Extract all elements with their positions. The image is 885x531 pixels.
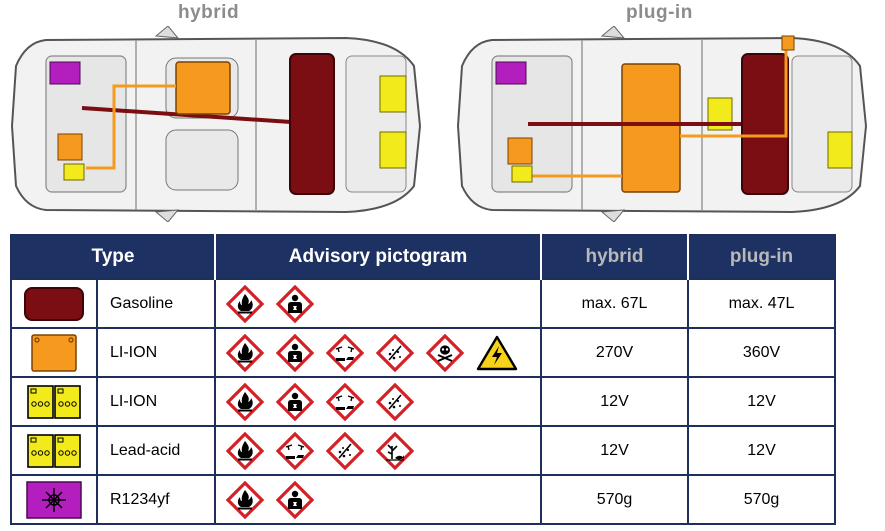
flame-icon bbox=[226, 285, 264, 323]
hybrid-value: max. 67L bbox=[540, 278, 689, 329]
pictogram-cell bbox=[214, 278, 542, 329]
hybrid-car-diagram bbox=[6, 26, 426, 222]
exclamation-icon bbox=[376, 383, 414, 421]
refrigerant-icon bbox=[25, 480, 83, 520]
table-row: Gasoline max. 67L max. 47L bbox=[10, 278, 836, 329]
pictogram-cell bbox=[214, 474, 542, 525]
high-voltage-warning-icon bbox=[476, 334, 518, 372]
li-ion-12v-battery-icon bbox=[26, 382, 82, 422]
pictogram-cell bbox=[214, 425, 542, 476]
plugin-value: max. 47L bbox=[687, 278, 836, 329]
hybrid-value: 570g bbox=[540, 474, 689, 525]
plugin-value: 12V bbox=[687, 376, 836, 427]
type-icon-cell bbox=[10, 425, 98, 476]
plugin-car-svg bbox=[456, 26, 868, 222]
lead-acid-battery-icon bbox=[26, 431, 82, 471]
header-pictogram: Advisory pictogram bbox=[214, 235, 541, 279]
environment-icon bbox=[376, 432, 414, 470]
type-icon-cell bbox=[10, 327, 98, 378]
plugin-title: plug-in bbox=[626, 2, 693, 23]
skull-icon bbox=[426, 334, 464, 372]
table-header-row: Type Advisory pictogram hybrid plug-in bbox=[11, 235, 835, 279]
type-icon-cell bbox=[10, 376, 98, 427]
table-row: LI-ION 270V 360V bbox=[10, 327, 836, 378]
type-name: Lead-acid bbox=[96, 425, 216, 476]
table-row: Lead-acid 12V 12V bbox=[10, 425, 836, 476]
hybrid-title: hybrid bbox=[178, 2, 240, 23]
plugin-value: 570g bbox=[687, 474, 836, 525]
type-icon-cell bbox=[10, 474, 98, 525]
plugin-value: 12V bbox=[687, 425, 836, 476]
hybrid-value: 270V bbox=[540, 327, 689, 378]
plugin-car-diagram bbox=[452, 26, 872, 222]
flame-icon bbox=[226, 383, 264, 421]
type-name: LI-ION bbox=[96, 376, 216, 427]
flame-icon bbox=[226, 334, 264, 372]
type-icon-cell bbox=[10, 278, 98, 329]
type-name: LI-ION bbox=[96, 327, 216, 378]
hybrid-car-svg bbox=[10, 26, 422, 222]
type-name: R1234yf bbox=[96, 474, 216, 525]
flame-icon bbox=[226, 481, 264, 519]
hazard-legend-table: Type Advisory pictogram hybrid plug-in G… bbox=[10, 234, 836, 525]
hybrid-value: 12V bbox=[540, 425, 689, 476]
flame-icon bbox=[226, 432, 264, 470]
li-ion-hv-battery-icon bbox=[29, 332, 79, 374]
plugin-value: 360V bbox=[687, 327, 836, 378]
health-hazard-icon bbox=[276, 285, 314, 323]
gasoline-tank-icon bbox=[22, 285, 86, 323]
header-type: Type bbox=[11, 235, 215, 279]
health-hazard-icon bbox=[276, 481, 314, 519]
exclamation-icon bbox=[326, 432, 364, 470]
health-hazard-icon bbox=[276, 383, 314, 421]
table-row: R1234yf 570g 570g bbox=[10, 474, 836, 525]
pictogram-cell bbox=[214, 327, 542, 378]
corrosion-icon bbox=[326, 383, 364, 421]
health-hazard-icon bbox=[276, 334, 314, 372]
corrosion-icon bbox=[326, 334, 364, 372]
type-name: Gasoline bbox=[96, 278, 216, 329]
header-hybrid: hybrid bbox=[540, 235, 688, 279]
pictogram-cell bbox=[214, 376, 542, 427]
hybrid-value: 12V bbox=[540, 376, 689, 427]
header-plugin: plug-in bbox=[687, 235, 835, 279]
table-row: LI-ION 12V 12V bbox=[10, 376, 836, 427]
corrosion-icon bbox=[276, 432, 314, 470]
exclamation-icon bbox=[376, 334, 414, 372]
